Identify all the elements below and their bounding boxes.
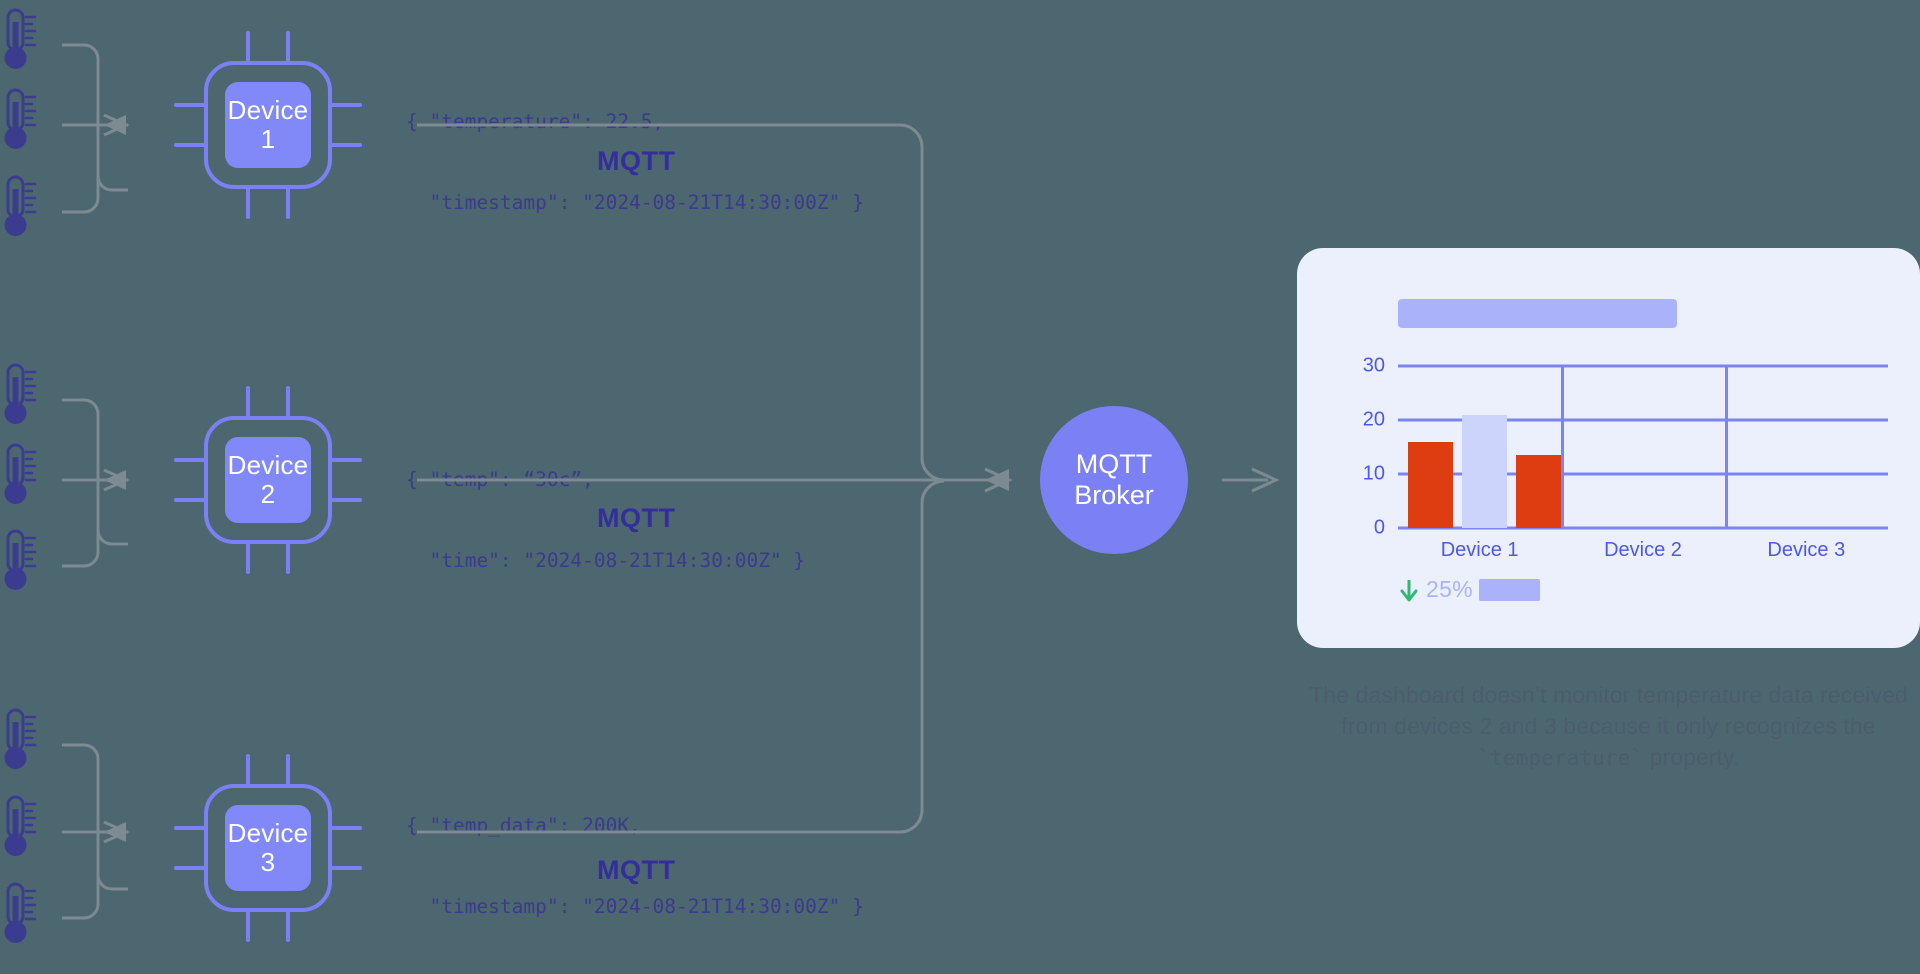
mqtt-label-device-3: MQTT: [597, 855, 676, 885]
device-1-chip[interactable]: Device 1: [174, 31, 362, 219]
thermometer-icon: [4, 88, 38, 152]
gridline-20: [1398, 418, 1888, 422]
category-separator-1: [1561, 366, 1565, 528]
payload-line: { "temperature": 22.5,: [406, 110, 665, 133]
caption-code-close: `: [1630, 746, 1644, 770]
thermometer-icon: [4, 175, 38, 239]
x-tick-device-3: Device 3: [1767, 539, 1846, 561]
trend-legend: 25%: [1398, 576, 1540, 603]
y-tick-10: 10: [1362, 462, 1385, 485]
chip-icon: [174, 386, 362, 574]
axis-line-0: [1398, 526, 1888, 530]
device-2-chip[interactable]: Device 2: [174, 386, 362, 574]
caption-code: temperature: [1490, 746, 1631, 770]
category-separator-2: [1724, 366, 1728, 528]
thermometer-icon: [4, 882, 38, 946]
payload-line: "timestamp": "2024-08-21T14:30:00Z" }: [406, 191, 864, 214]
thermometer-icon: [4, 795, 38, 859]
legend-placeholder-bar: [1478, 578, 1540, 601]
device-3-chip[interactable]: Device 3: [174, 754, 362, 942]
payload-line: "timestamp": "2024-08-21T14:30:00Z" }: [406, 895, 864, 918]
broker-label-line1: MQTT: [1075, 448, 1153, 479]
y-tick-0: 0: [1373, 516, 1385, 539]
thermometer-icon: [4, 529, 38, 593]
chip-icon: [174, 31, 362, 219]
y-tick-20: 20: [1362, 408, 1385, 431]
thermometer-icon: [4, 708, 38, 772]
caption-code-open: `: [1477, 746, 1491, 770]
bar-chart: 30 20 10 0 Device 1 Device 2 Device 3: [1363, 355, 1888, 561]
payload-line: { "temp": “30c”,: [406, 468, 594, 491]
dashboard-card[interactable]: 30 20 10 0 Device 1 Device 2 Device 3 25…: [1297, 248, 1920, 648]
thermometer-icon: [4, 363, 38, 427]
gridline-10: [1398, 472, 1888, 476]
broker-label-line2: Broker: [1074, 480, 1154, 510]
thermometer-icon: [4, 8, 38, 72]
dashboard-title-placeholder: [1398, 299, 1677, 328]
chip-icon: [174, 754, 362, 942]
thermometer-icon: [4, 443, 38, 507]
mqtt-label-device-2: MQTT: [597, 503, 676, 533]
caption-part-2: property.: [1643, 744, 1740, 770]
mqtt-broker-node[interactable]: MQTT Broker: [1040, 406, 1188, 554]
mqtt-label-device-1: MQTT: [597, 146, 676, 176]
caption-part-1: The dashboard doesn’t monitor temperatur…: [1309, 682, 1908, 739]
trend-percent: 25%: [1426, 576, 1473, 602]
arrow-down-icon: [1400, 579, 1418, 601]
x-tick-device-2: Device 2: [1604, 539, 1682, 561]
bar-device-1-series-3: [1515, 455, 1561, 528]
y-tick-30: 30: [1362, 354, 1385, 377]
payload-line: "time": "2024-08-21T14:30:00Z" }: [406, 549, 806, 572]
dashboard-caption: The dashboard doesn’t monitor temperatur…: [1297, 680, 1920, 774]
x-tick-device-1: Device 1: [1440, 539, 1519, 561]
bar-device-1-series-2: [1461, 414, 1507, 528]
gridline-30: [1398, 364, 1888, 368]
bar-device-1-series-1: [1407, 441, 1453, 528]
payload-line: { "temp_data": 200K,: [406, 814, 641, 837]
